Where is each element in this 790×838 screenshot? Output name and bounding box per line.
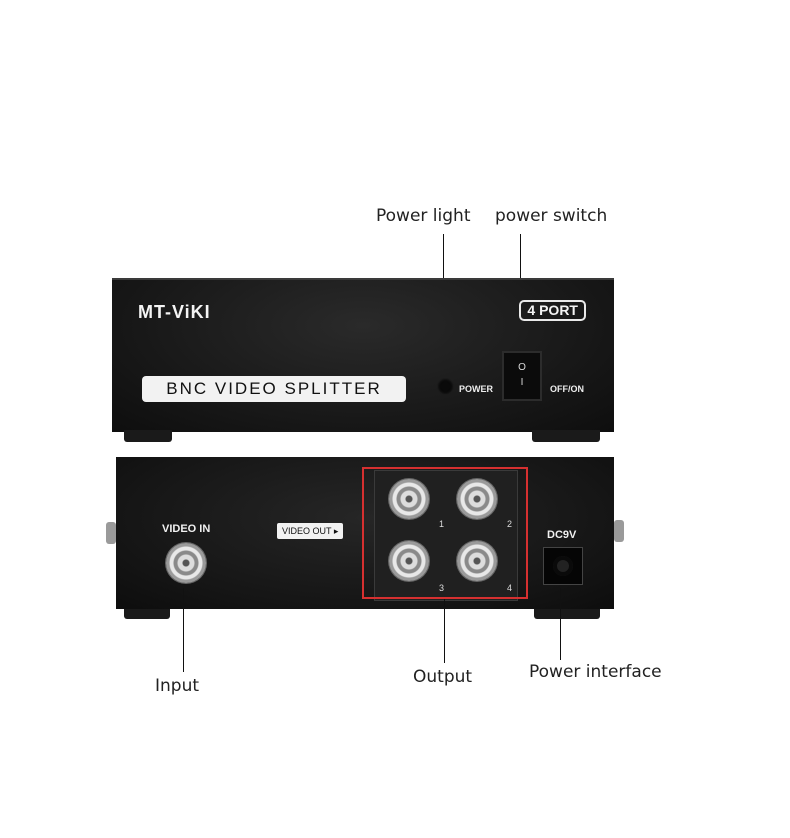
power-interface-callout: Power interface: [529, 662, 662, 682]
input-leader: [183, 588, 184, 672]
bnc-output-4-icon: [457, 541, 497, 581]
product-name-plate: BNC VIDEO SPLITTER: [142, 376, 406, 402]
back-panel: VIDEO IN VIDEO OUT ▸ 1 2 3 4 DC9V: [116, 457, 614, 609]
switch-on-symbol: I: [520, 377, 524, 388]
front-foot-left: [124, 430, 172, 442]
front-panel: MT-ViKI 4 PORT BNC VIDEO SPLITTER POWER …: [112, 278, 614, 432]
dc-jack-hole: [553, 556, 573, 576]
output-highlight-box: [362, 467, 528, 599]
output-callout: Output: [413, 667, 473, 687]
port-number-2: 2: [507, 519, 513, 529]
side-screw-left-icon: [106, 522, 116, 544]
port-number-1: 1: [439, 519, 445, 529]
brand-logo: MT-ViKI: [138, 302, 211, 322]
bnc-output-2-icon: [457, 479, 497, 519]
video-out-label: VIDEO OUT ▸: [277, 523, 344, 539]
power-switch[interactable]: O I: [502, 351, 542, 401]
port-badge: 4 PORT: [519, 300, 586, 321]
dc9v-label: DC9V: [547, 529, 577, 541]
bnc-input-connector-icon: [166, 543, 206, 583]
output-leader: [444, 599, 445, 663]
port-number-4: 4: [507, 583, 513, 593]
power-led-icon: [437, 378, 454, 395]
off-on-label: OFF/ON: [550, 384, 584, 394]
video-in-label: VIDEO IN: [162, 523, 211, 535]
arrow-right-icon: ▸: [333, 526, 339, 536]
power-label: POWER: [459, 384, 494, 394]
power-switch-callout: power switch: [495, 206, 608, 226]
back-foot-right: [534, 609, 600, 619]
back-foot-left: [124, 609, 170, 619]
bnc-output-3-icon: [389, 541, 429, 581]
switch-off-symbol: O: [518, 362, 526, 373]
side-screw-right-icon: [614, 520, 624, 542]
power-interface-leader: [560, 588, 561, 660]
dc-power-jack-icon: [543, 547, 583, 585]
input-callout: Input: [155, 676, 200, 696]
port-number-3: 3: [439, 583, 445, 593]
output-port-plate: 1 2 3 4: [374, 470, 518, 601]
bnc-output-1-icon: [389, 479, 429, 519]
video-out-text: VIDEO OUT: [282, 526, 332, 536]
power-light-callout: Power light: [376, 206, 471, 226]
front-foot-right: [532, 430, 600, 442]
